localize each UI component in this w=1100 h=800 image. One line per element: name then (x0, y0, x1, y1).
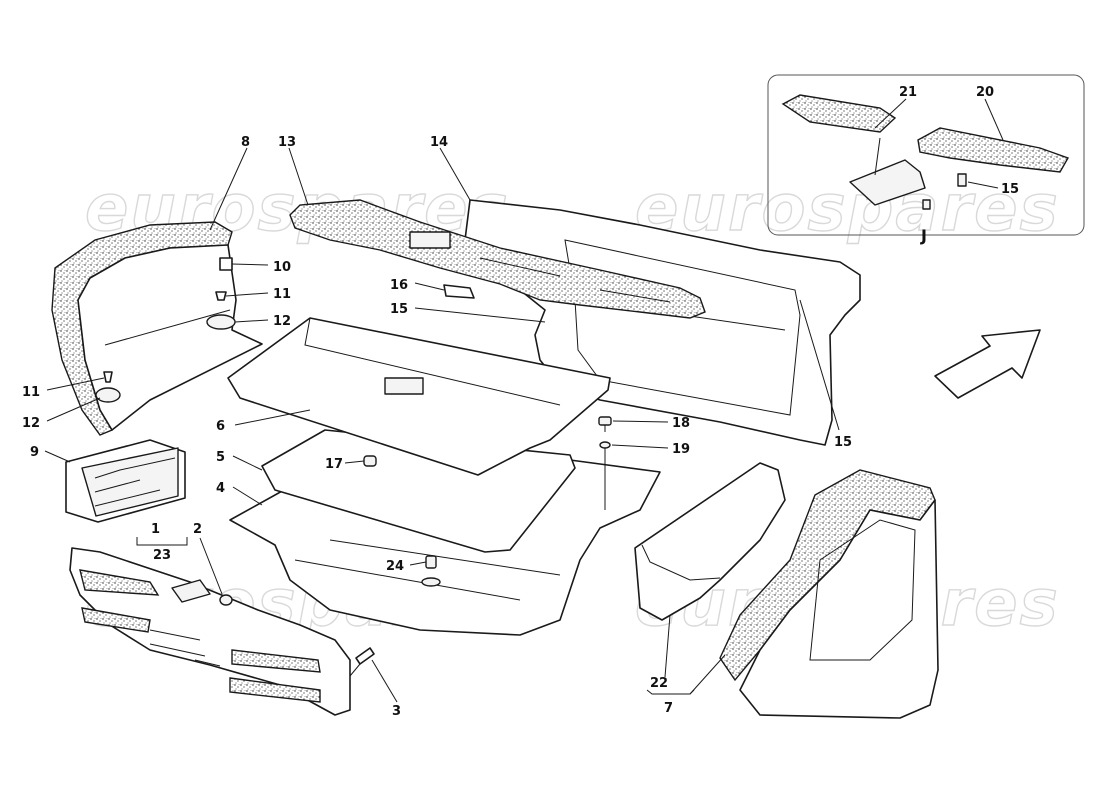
part-20-shelf-segment[interactable] (917, 127, 1070, 173)
callout-7: 7 (664, 701, 673, 716)
part-17-bump-stop[interactable] (363, 455, 377, 467)
callout-10: 10 (273, 260, 291, 275)
part-13-parcel-shelf[interactable] (289, 199, 706, 319)
part-8-left-side-trim[interactable] (51, 221, 263, 436)
direction-arrow-icon (934, 329, 1041, 399)
part-10-clip[interactable] (219, 257, 233, 271)
callout-labels: 8 13 14 10 11 12 11 12 9 16 15 6 5 4 17 … (22, 85, 1019, 719)
callout-14: 14 (430, 135, 448, 150)
callout-12: 12 (273, 314, 291, 329)
detail-view-j: J (767, 74, 1085, 245)
callout-22: 22 (650, 676, 668, 691)
callout-20: 20 (976, 85, 994, 100)
callout-19: 19 (672, 442, 690, 457)
callout-15: 15 (390, 302, 408, 317)
callout-23: 23 (153, 548, 171, 563)
callout-1: 1 (151, 522, 160, 537)
callout-5: 5 (216, 450, 225, 465)
callout-11: 11 (22, 385, 40, 400)
part-3-screw[interactable] (349, 647, 375, 677)
detail-view-label: J (920, 226, 927, 245)
callout-17: 17 (325, 457, 343, 472)
callout-12: 12 (22, 416, 40, 431)
callout-18: 18 (672, 416, 690, 431)
callout-3: 3 (392, 704, 401, 719)
watermark-text: eurospares (635, 172, 1060, 246)
callout-21: 21 (899, 85, 917, 100)
callout-15: 15 (834, 435, 852, 450)
part-11-screw[interactable] (103, 291, 227, 383)
callout-2: 2 (193, 522, 202, 537)
leader-lines (44, 98, 1004, 703)
callout-11: 11 (273, 287, 291, 302)
callout-13: 13 (278, 135, 296, 150)
callout-16: 16 (390, 278, 408, 293)
part-6-floor-cover[interactable] (227, 317, 611, 476)
callout-24: 24 (386, 559, 404, 574)
part-16-handle[interactable] (443, 284, 475, 299)
callout-9: 9 (30, 445, 39, 460)
detail-bracket[interactable] (849, 159, 926, 206)
part-21-shelf-segment[interactable] (781, 94, 897, 133)
part-7-right-side-trim[interactable] (719, 469, 939, 719)
part-23-cover-plate[interactable] (171, 579, 211, 603)
part-19-washer[interactable] (599, 441, 611, 510)
callout-6: 6 (216, 419, 225, 434)
part-2-grommet[interactable] (219, 594, 233, 606)
callout-8: 8 (241, 135, 250, 150)
callout-15: 15 (1001, 182, 1019, 197)
part-18-screw[interactable] (598, 416, 612, 432)
callout-4: 4 (216, 481, 225, 496)
part-12-washer[interactable] (95, 314, 236, 403)
part-24-bump-stop[interactable] (421, 555, 441, 587)
part-9-air-vent[interactable] (65, 439, 186, 523)
detail-screw[interactable] (922, 173, 967, 210)
part-22-trim-panel[interactable] (634, 462, 786, 621)
